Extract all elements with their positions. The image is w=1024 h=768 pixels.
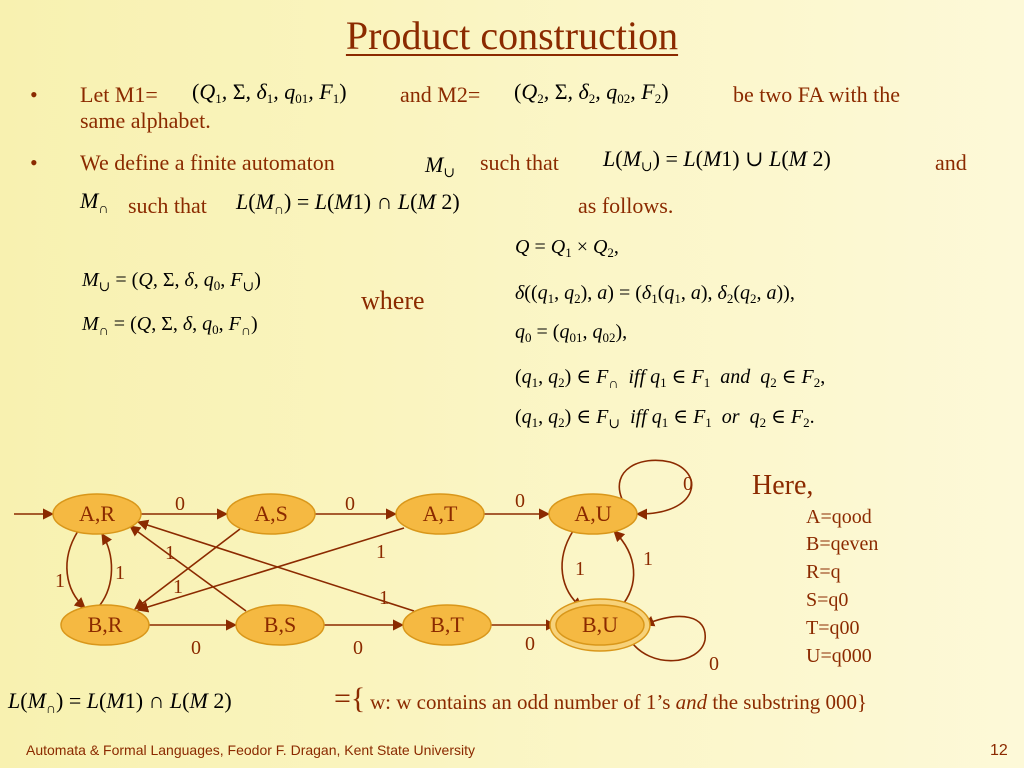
state-label: A,U [574,501,611,526]
such-that-text-2: such that [128,193,207,218]
legend-item: S=q0 [806,589,849,611]
m-intersection-symbol: M∩ [80,188,109,217]
legend-item: R=q [806,561,841,583]
state-node [395,493,485,535]
state-node [555,604,645,646]
here-heading: Here, [752,470,814,501]
union-language-eq: L(M∪) = L(M1) ∪ L(M 2) [603,146,831,175]
transition-label: 1 [115,562,125,584]
transition-label: 1 [379,587,389,609]
transition-arrow [99,533,113,606]
eq-start-state: q0 = (q01, q02), [515,321,628,345]
transition-arrow [136,519,415,612]
transition-arrow [613,530,635,609]
state-label: A,S [254,501,288,526]
fa-description-text: be two FA with the [733,82,901,107]
state-node [235,604,325,646]
transition-label: 1 [575,558,585,580]
transition-label: 0 [525,633,535,655]
transition-label: 1 [173,576,183,598]
transition-label: 1 [165,542,175,564]
m1-definition: (Q1, Σ, δ1, q01, F1) [192,79,347,106]
transition-label: 1 [55,570,65,592]
transition-arrow [136,527,405,613]
transition-label: 0 [175,493,185,515]
state-node [226,493,316,535]
page-title: Product construction [345,13,679,58]
transition-arrow [618,459,693,520]
transition-label: 0 [683,473,693,495]
transition-arrow [129,525,247,612]
intersection-language-eq: L(M∩) = L(M1) ∩ L(M 2) [236,189,460,218]
transition-label: 1 [376,541,386,563]
footer-credit: Automata & Formal Languages, Feodor F. D… [26,742,476,758]
state-label: B,T [430,612,464,637]
page-number: 12 [990,742,1008,759]
state-label: B,R [88,612,123,637]
result-equals-brace: ={ [334,682,366,715]
result-language-eq: L(M∩) = L(M1) ∩ L(M 2) [8,688,232,717]
let-m1-text: Let M1= [80,82,158,107]
m-union-definition: M∪ = (Q, Σ, δ, q0, F∪) [82,269,261,295]
eq-state-set: Q = Q1 × Q2, [515,236,619,260]
define-automaton-text: We define a finite automaton [80,150,335,175]
such-that-text: such that [480,150,559,175]
m-intersection-definition: M∩ = (Q, Σ, δ, q0, F∩) [82,313,258,339]
transition-arrow [66,530,86,609]
transition-label: 0 [353,637,363,659]
transition-label: 0 [709,653,719,675]
eq-transition: δ((q1, q2), a) = (δ1(q1, a), δ2(q2, a)), [515,282,795,306]
state-node [402,604,492,646]
as-follows-text: as follows. [578,193,674,218]
transition-label: 0 [345,493,355,515]
transition-label: 1 [643,548,653,570]
eq-final-intersection: (q1, q2) ∈ F∩ iff q1 ∈ F1 and q2 ∈ F2, [515,366,826,392]
state-label: B,U [582,612,618,637]
legend-item: U=q000 [806,645,872,667]
legend-item: B=qeven [806,533,879,555]
state-label: A,R [79,501,115,526]
legend-item: T=q00 [806,617,860,639]
state-node [52,493,142,535]
bullet-marker-2: • [30,150,38,175]
legend-item: A=qood [806,506,872,528]
bullet-marker-1: • [30,82,38,107]
where-label: where [361,286,425,315]
and-text: and [935,150,967,175]
transition-label: 0 [191,637,201,659]
and-m2-text: and M2= [400,82,481,107]
state-label: B,S [264,612,296,637]
state-node [60,604,150,646]
state-node [548,493,638,535]
result-language-description: w: w contains an odd number of 1’s and t… [370,690,868,714]
m2-definition: (Q2, Σ, δ2, q02, F2) [514,79,669,106]
eq-final-union: (q1, q2) ∈ F∪ iff q1 ∈ F1 or q2 ∈ F2. [515,406,815,432]
transition-label: 0 [515,490,525,512]
same-alphabet-text: same alphabet. [80,108,211,133]
m-union-symbol: M∪ [425,152,456,181]
state-label: A,T [423,501,458,526]
transition-arrow [629,615,706,662]
